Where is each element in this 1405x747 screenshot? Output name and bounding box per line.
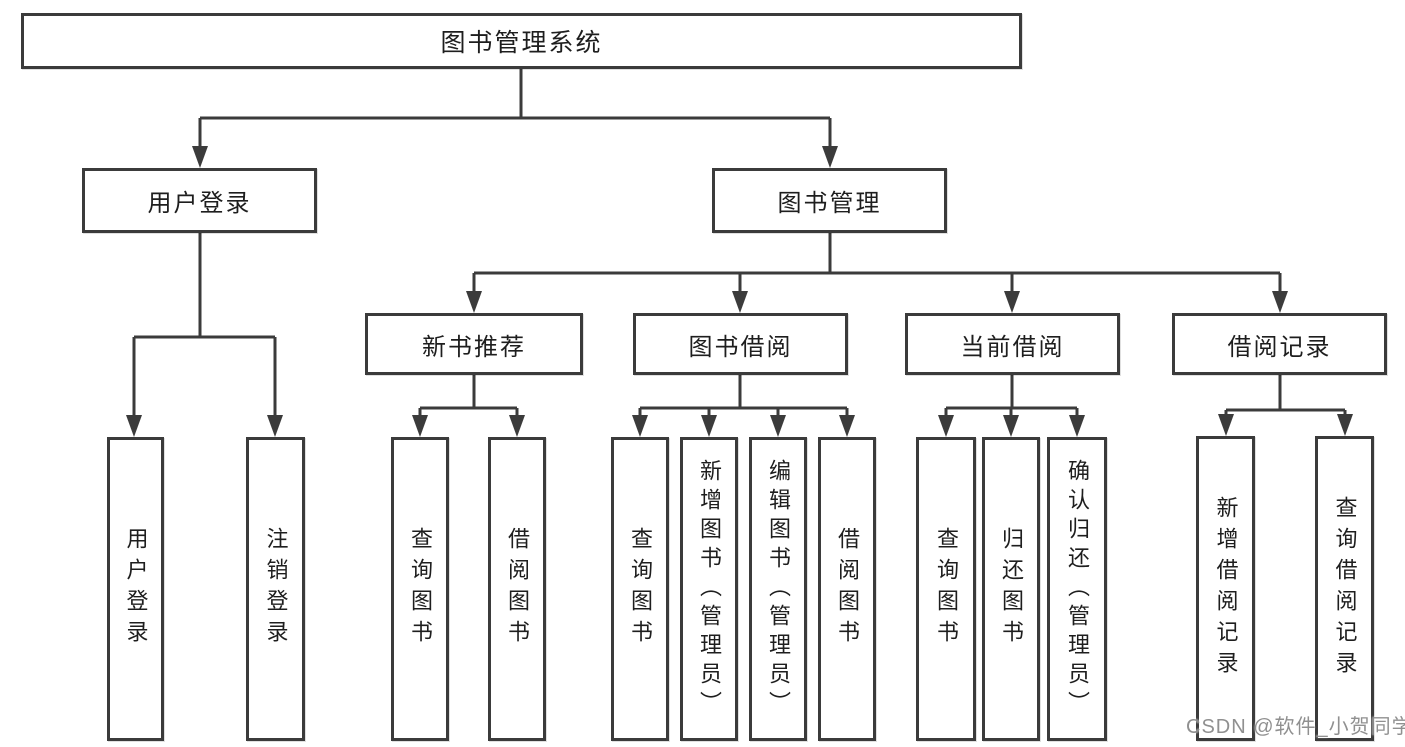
leaf-user-login-label: 用户登录 — [123, 527, 149, 651]
arrowhead — [1003, 415, 1019, 437]
leaf-borrow-query-books-label: 查询图书 — [628, 527, 653, 651]
arrowhead — [466, 291, 482, 313]
connector-root-level2 — [198, 69, 832, 152]
node-book-management-label: 图书管理 — [777, 190, 882, 217]
leaf-borrow-query-books: 查询图书 — [611, 437, 669, 741]
leaf-newbooks-borrow-books-label: 借阅图书 — [505, 527, 530, 651]
arrowhead — [509, 415, 525, 437]
node-current-borrow-label: 当前借阅 — [960, 333, 1065, 361]
leaf-borrow-add-books-admin: 新增图书（管理员） — [680, 437, 738, 741]
leaf-borrow-borrow-books-label: 借阅图书 — [835, 527, 860, 651]
node-user-login-label: 用户登录 — [147, 190, 252, 217]
arrowhead — [839, 415, 855, 437]
connector-newbooks-leaves — [418, 375, 519, 423]
connector-login-leaves — [132, 233, 277, 422]
arrowhead — [632, 415, 648, 437]
leaf-records-add-record: 新增借阅记录 — [1196, 436, 1255, 741]
node-library-system: 图书管理系统 — [21, 13, 1022, 69]
node-book-borrow: 图书借阅 — [633, 313, 848, 375]
arrowhead — [126, 415, 142, 437]
connector-borrow-leaves — [638, 375, 849, 423]
leaf-newbooks-query-books: 查询图书 — [391, 437, 449, 741]
node-borrow-records: 借阅记录 — [1172, 313, 1387, 375]
node-new-book-recommend-label: 新书推荐 — [422, 333, 526, 361]
arrowhead — [1069, 415, 1085, 437]
leaf-user-login: 用户登录 — [107, 437, 164, 741]
connector-current-leaves — [944, 375, 1079, 422]
leaf-newbooks-query-books-label: 查询图书 — [408, 527, 433, 651]
csdn-watermark: CSDN @软件_小贺同学 — [1186, 716, 1405, 738]
leaf-current-query-books-label: 查询图书 — [934, 527, 959, 651]
node-new-book-recommend: 新书推荐 — [365, 313, 583, 375]
node-library-system-label: 图书管理系统 — [440, 29, 603, 57]
arrowhead — [1272, 291, 1288, 313]
arrowhead — [822, 146, 838, 168]
node-book-management: 图书管理 — [712, 168, 947, 233]
arrowhead — [770, 415, 786, 437]
arrowhead — [267, 415, 283, 437]
node-borrow-records-label: 借阅记录 — [1227, 333, 1332, 361]
leaf-current-confirm-return-admin-label: 确认归还（管理员） — [1065, 458, 1090, 720]
leaf-logout-label: 注销登录 — [263, 527, 289, 651]
arrowhead — [412, 415, 428, 437]
node-user-login: 用户登录 — [82, 168, 317, 233]
arrowhead — [732, 291, 748, 313]
arrowhead — [1004, 291, 1020, 313]
leaf-records-query-record: 查询借阅记录 — [1315, 436, 1374, 741]
node-current-borrow: 当前借阅 — [905, 313, 1120, 375]
arrowhead — [701, 415, 717, 437]
leaf-current-query-books: 查询图书 — [916, 437, 976, 741]
leaf-records-add-record-label: 新增借阅记录 — [1213, 495, 1239, 682]
connector-records-leaves — [1224, 375, 1347, 421]
leaf-newbooks-borrow-books: 借阅图书 — [488, 437, 546, 741]
leaf-borrow-borrow-books: 借阅图书 — [818, 437, 876, 741]
leaf-current-confirm-return-admin: 确认归还（管理员） — [1047, 437, 1107, 741]
arrowhead — [938, 415, 954, 437]
leaf-logout: 注销登录 — [246, 437, 305, 741]
leaf-borrow-edit-books-admin: 编辑图书（管理员） — [749, 437, 807, 741]
arrowhead — [1337, 414, 1353, 436]
leaf-records-query-record-label: 查询借阅记录 — [1332, 495, 1358, 682]
connector-mgmt-level3 — [472, 233, 1282, 298]
leaf-borrow-edit-books-admin-label: 编辑图书（管理员） — [766, 458, 791, 720]
arrowhead — [192, 146, 208, 168]
leaf-borrow-add-books-admin-label: 新增图书（管理员） — [697, 458, 722, 720]
node-book-borrow-label: 图书借阅 — [688, 333, 793, 361]
leaf-current-return-books: 归还图书 — [982, 437, 1040, 741]
arrowhead — [1218, 414, 1234, 436]
leaf-current-return-books-label: 归还图书 — [999, 527, 1024, 651]
